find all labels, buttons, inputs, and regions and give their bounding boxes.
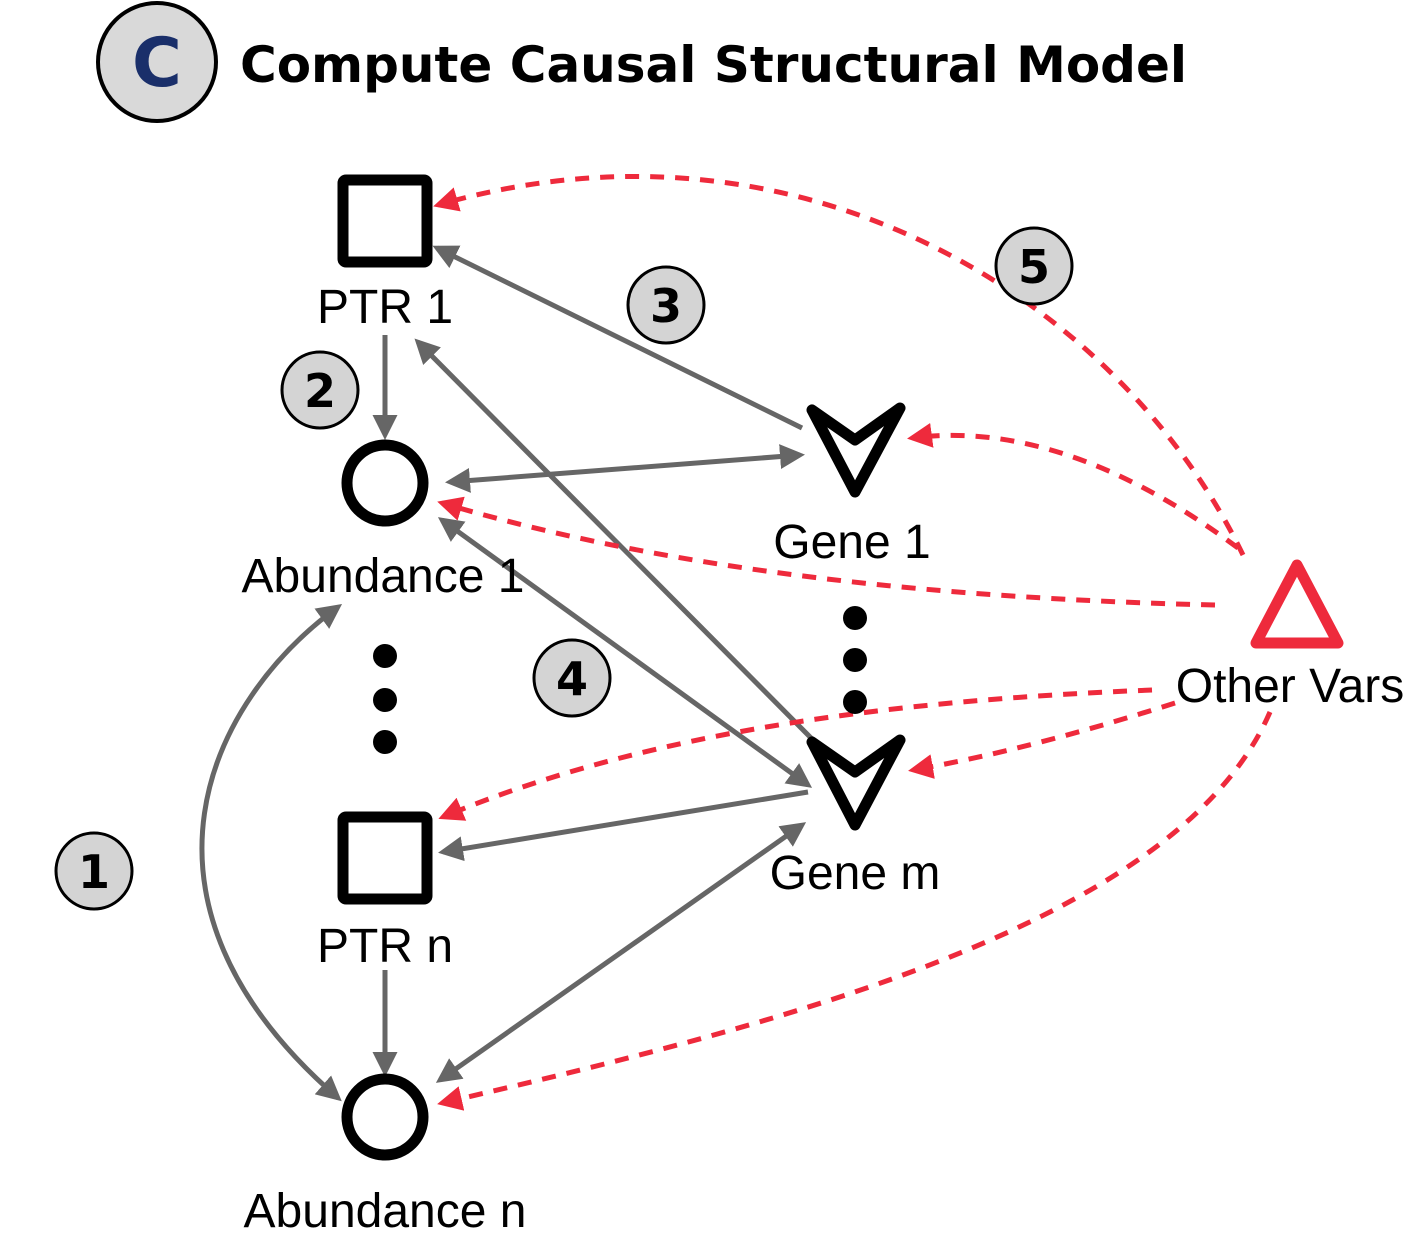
edge-genem-ptrn [438, 789, 809, 862]
step-badge-2: 2 [280, 350, 360, 430]
node-label-abundance-n: Abundance n [244, 1185, 527, 1238]
node-label-gene-m: Gene m [770, 847, 941, 900]
node-label-other-vars: Other Vars [1176, 660, 1405, 713]
diagram-title: Compute Causal Structural Model [240, 36, 1187, 94]
arrowhead-icon [806, 402, 906, 498]
step-badge-3: 3 [626, 265, 706, 345]
node-other-vars: Other Vars [1176, 559, 1405, 713]
node-gene-1: Gene 1 [773, 402, 931, 569]
edge-othervars-genem [908, 700, 1176, 779]
step-number: 2 [304, 364, 336, 418]
node-gene-m: Gene m [770, 734, 941, 900]
circle-icon [341, 1073, 429, 1161]
step-number: 5 [1018, 240, 1050, 294]
step-number: 1 [78, 845, 110, 899]
node-abundance-n: Abundance n [244, 1073, 527, 1238]
step-badge-1: 1 [54, 831, 134, 911]
vertical-ellipsis-icon [843, 606, 867, 714]
step-number: 3 [650, 279, 682, 333]
node-label-abundance-1: Abundance 1 [242, 550, 525, 603]
square-icon [337, 174, 433, 268]
triangle-icon [1250, 559, 1344, 649]
node-label-ptr-n: PTR n [317, 920, 453, 973]
panel-letter: C [132, 24, 182, 103]
edge-abundance1-genem [437, 517, 813, 788]
node-label-gene-1: Gene 1 [773, 516, 930, 569]
edge-gene1-abundance1 [445, 444, 805, 493]
circle-icon [341, 439, 429, 527]
node-ptr-n: PTR n [317, 811, 453, 973]
edge-othervars-ptrn [438, 687, 1153, 821]
vertical-ellipsis-icon [373, 644, 397, 754]
panel-badge [96, 1, 218, 123]
edge-othervars-abundancen [437, 711, 1273, 1111]
edge-othervars-gene1 [907, 422, 1240, 551]
step-badge-4: 4 [532, 638, 612, 718]
step-badge-5: 5 [994, 226, 1074, 306]
panel-header: C Compute Causal Structural Model [96, 1, 1187, 123]
dashed-edges [433, 173, 1273, 1111]
square-icon [337, 811, 433, 905]
step-number: 4 [556, 652, 588, 706]
arrowhead-icon [806, 734, 906, 831]
edge-gene1-ptr1 [432, 245, 804, 431]
edge-othervars-ptr1 [433, 173, 1246, 557]
edge-genem-abundancen [435, 822, 807, 1083]
node-abundance-1: Abundance 1 [242, 439, 525, 603]
node-label-ptr-1: PTR 1 [317, 281, 453, 334]
edge-abundance1-abundancen [199, 604, 343, 1102]
node-ptr-1: PTR 1 [317, 174, 453, 334]
solid-edges [199, 245, 820, 1102]
